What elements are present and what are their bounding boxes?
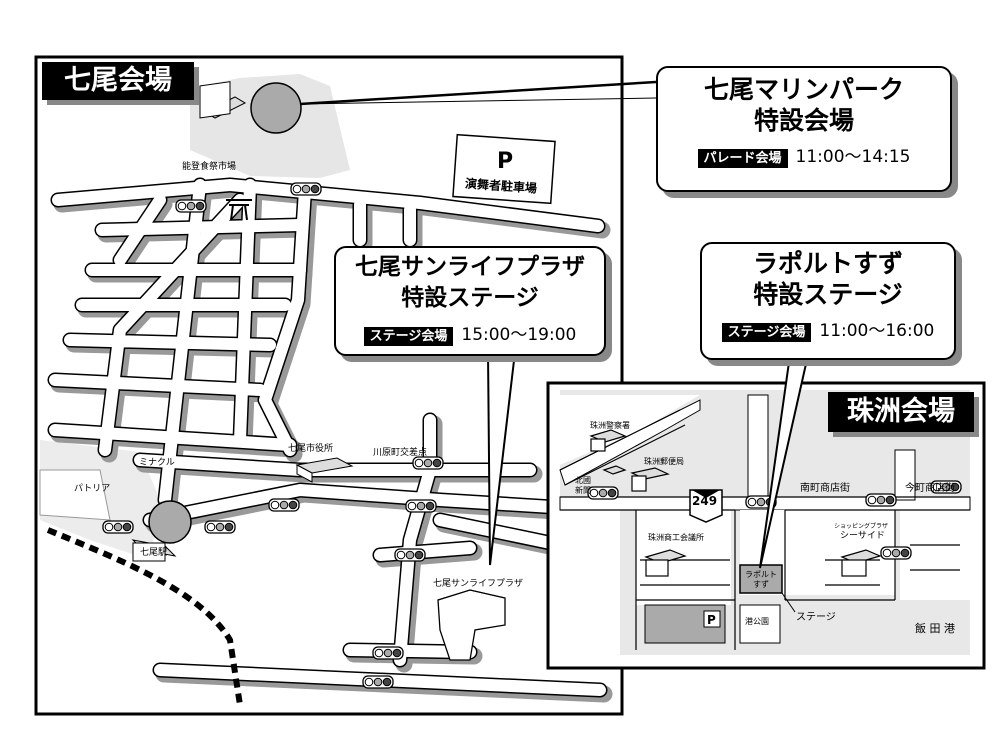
label-nanao-station: 七尾駅: [140, 547, 167, 558]
traffic-signal: [412, 456, 444, 470]
marine-pointer: [299, 80, 657, 106]
label-minamimachi: 南町商店街: [800, 481, 850, 494]
callout-marine-park: 七尾マリンパーク 特設会場 パレード会場 11:00〜14:15: [656, 66, 952, 192]
marine-park-marker: [250, 82, 302, 134]
label-port-park: 港公園: [745, 616, 769, 626]
traffic-signal: [268, 498, 300, 512]
callout-sunlife-plaza: 七尾サンライフプラザ 特設ステージ ステージ会場 15:00〜19:00: [334, 246, 606, 356]
callout-laport-suzu: ラポルトすず 特設ステージ ステージ会場 11:00〜16:00: [700, 242, 956, 360]
callout-laport-line1: ラポルトすず: [752, 249, 903, 278]
railway: [46, 527, 243, 706]
label-city-hall: 七尾市役所: [288, 442, 333, 454]
callout-laport-tag: ステージ会場: [721, 323, 812, 342]
nanao-venue-title: 七尾会場: [42, 62, 194, 100]
parking-p-icon: P: [497, 149, 513, 174]
label-sunlife-plaza: 七尾サンライフプラザ: [433, 578, 523, 589]
callout-sunlife-time: 15:00〜19:00: [461, 325, 577, 345]
label-patria: パトリア: [74, 483, 110, 494]
label-route-249: 249: [692, 494, 717, 508]
callout-laport-time: 11:00〜16:00: [819, 321, 935, 341]
label-seaside: シーサイド: [840, 530, 885, 541]
suzu-map: 珠洲警察署 珠洲郵便局 北國 新聞 249 南町商店街 今町商店街 珠洲商工会議…: [546, 381, 986, 670]
suzu-venue-title: 珠洲会場: [828, 392, 974, 432]
callout-laport-line2: 特設ステージ: [753, 280, 903, 309]
traffic-signal: [394, 548, 426, 562]
label-imamachi: 今町商店街: [905, 481, 955, 494]
traffic-signal: [880, 546, 912, 560]
traffic-signal: [362, 675, 394, 689]
label-kawahara-crossing: 川原町交差点: [373, 446, 427, 458]
label-minakuru: ミナクル: [139, 457, 175, 468]
label-suzu-post: 珠洲郵便局: [644, 456, 684, 466]
city-hall-building: [295, 457, 354, 483]
suzu-parking-p-icon: P: [707, 613, 716, 627]
label-hokkoku-2: 新聞: [575, 485, 591, 495]
station-building: [131, 539, 177, 562]
label-laport-1: ラポルト: [745, 570, 777, 579]
callout-sunlife-line2: 特設ステージ: [401, 285, 539, 311]
label-performer-parking: 演舞者駐車場: [465, 176, 538, 196]
nanao-roads: [47, 177, 613, 703]
traffic-signal: [405, 499, 437, 513]
traffic-signal: [175, 199, 207, 213]
traffic-signal: [372, 646, 404, 660]
nanao-map: 能登食祭市場 P 演舞者駐車場 七尾市役所 川原町交差点 ミナクル パトリア 七…: [34, 55, 624, 716]
callout-marine-line2: 特設会場: [753, 106, 854, 135]
performer-parking-box: [452, 133, 556, 205]
callout-sunlife-line1: 七尾サンライフプラザ: [355, 254, 585, 280]
route-249-shield: [689, 489, 723, 523]
traffic-signal: [102, 520, 134, 534]
callout-marine-time: 11:00〜14:15: [795, 147, 911, 167]
callout-marine-line1: 七尾マリンパーク: [703, 75, 904, 104]
label-laport-2: すず: [753, 579, 769, 589]
label-seaside-small: ショッピングプラザ: [834, 522, 888, 530]
traffic-signal: [290, 182, 322, 196]
suzu-buildings: [589, 429, 882, 577]
traffic-signal: [587, 486, 619, 500]
fish-market-building: [199, 81, 247, 119]
traffic-signal: [865, 493, 897, 507]
label-stage: ステージ: [796, 612, 836, 623]
callout-sunlife-tag: ステージ会場: [363, 327, 454, 346]
label-suzu-police: 珠洲警察署: [590, 420, 630, 430]
traffic-signal: [204, 520, 236, 534]
minakuru-roundabout: [148, 500, 192, 544]
label-iida-port: 飯 田 港: [915, 621, 955, 635]
label-hokkoku-1: 北國: [575, 476, 591, 485]
callout-marine-tag: パレード会場: [697, 149, 788, 168]
label-fish-market: 能登食祭市場: [182, 160, 236, 172]
label-chamber: 珠洲商工会議所: [648, 532, 704, 542]
sunlife-building: [437, 589, 506, 661]
torii-icon: [226, 199, 252, 221]
